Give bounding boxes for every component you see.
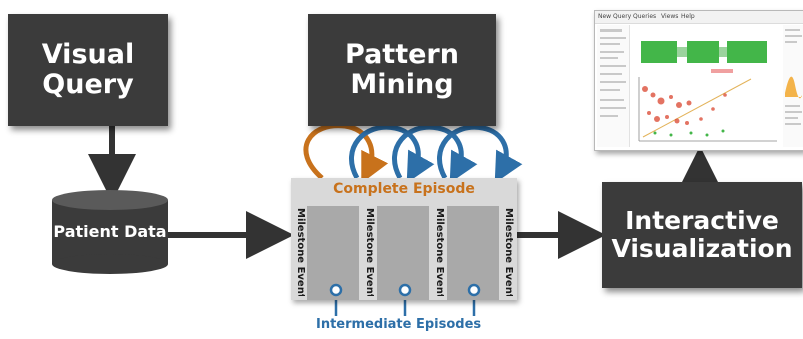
pattern-mining-box: Pattern Mining — [308, 14, 496, 126]
screenshot-menu-item: New Query — [598, 13, 632, 20]
screenshot-menu-item: Queries — [633, 13, 657, 20]
complete-episode-box: Complete Episode Milestone Event Milesto… — [291, 178, 517, 300]
episode-panel — [447, 206, 499, 300]
interactive-visualization-label: Interactive Visualization — [611, 206, 793, 263]
blue-loop-arrow-1 — [349, 124, 435, 184]
blue-loop-arrow-2 — [392, 124, 478, 184]
milestone-event-label: Milestone Event — [503, 208, 514, 296]
screenshot-left-panel — [597, 25, 630, 147]
blue-loop-arrow-3 — [437, 124, 523, 184]
interactive-visualization-box: Interactive Visualization — [602, 182, 802, 288]
patient-data-cylinder — [52, 190, 168, 274]
screenshot-right-panel — [783, 25, 803, 147]
screenshot-menubar: New Query Queries Views Help — [595, 11, 803, 24]
intermediate-episodes-label: Intermediate Episodes — [316, 317, 482, 332]
pattern-mining-label: Pattern Mining — [345, 38, 459, 100]
episode-panel — [377, 206, 429, 300]
visualization-screenshot: New Query Queries Views Help — [594, 10, 803, 151]
episode-panel — [307, 206, 359, 300]
patient-data-label: Patient Data — [53, 222, 167, 241]
visual-query-label: Visual Query — [41, 38, 135, 100]
complete-episode-title: Complete Episode — [333, 181, 475, 197]
milestone-event-label: Milestone Event — [295, 208, 306, 296]
screenshot-menu-item: Help — [681, 13, 695, 20]
milestone-event-label: Milestone Event — [364, 208, 375, 296]
milestone-event-label: Milestone Event — [434, 208, 445, 296]
screenshot-menu-item: Views — [661, 13, 679, 20]
visual-query-box: Visual Query — [8, 14, 168, 126]
screenshot-plot — [638, 41, 777, 142]
screenshot-plot-area — [631, 33, 781, 147]
